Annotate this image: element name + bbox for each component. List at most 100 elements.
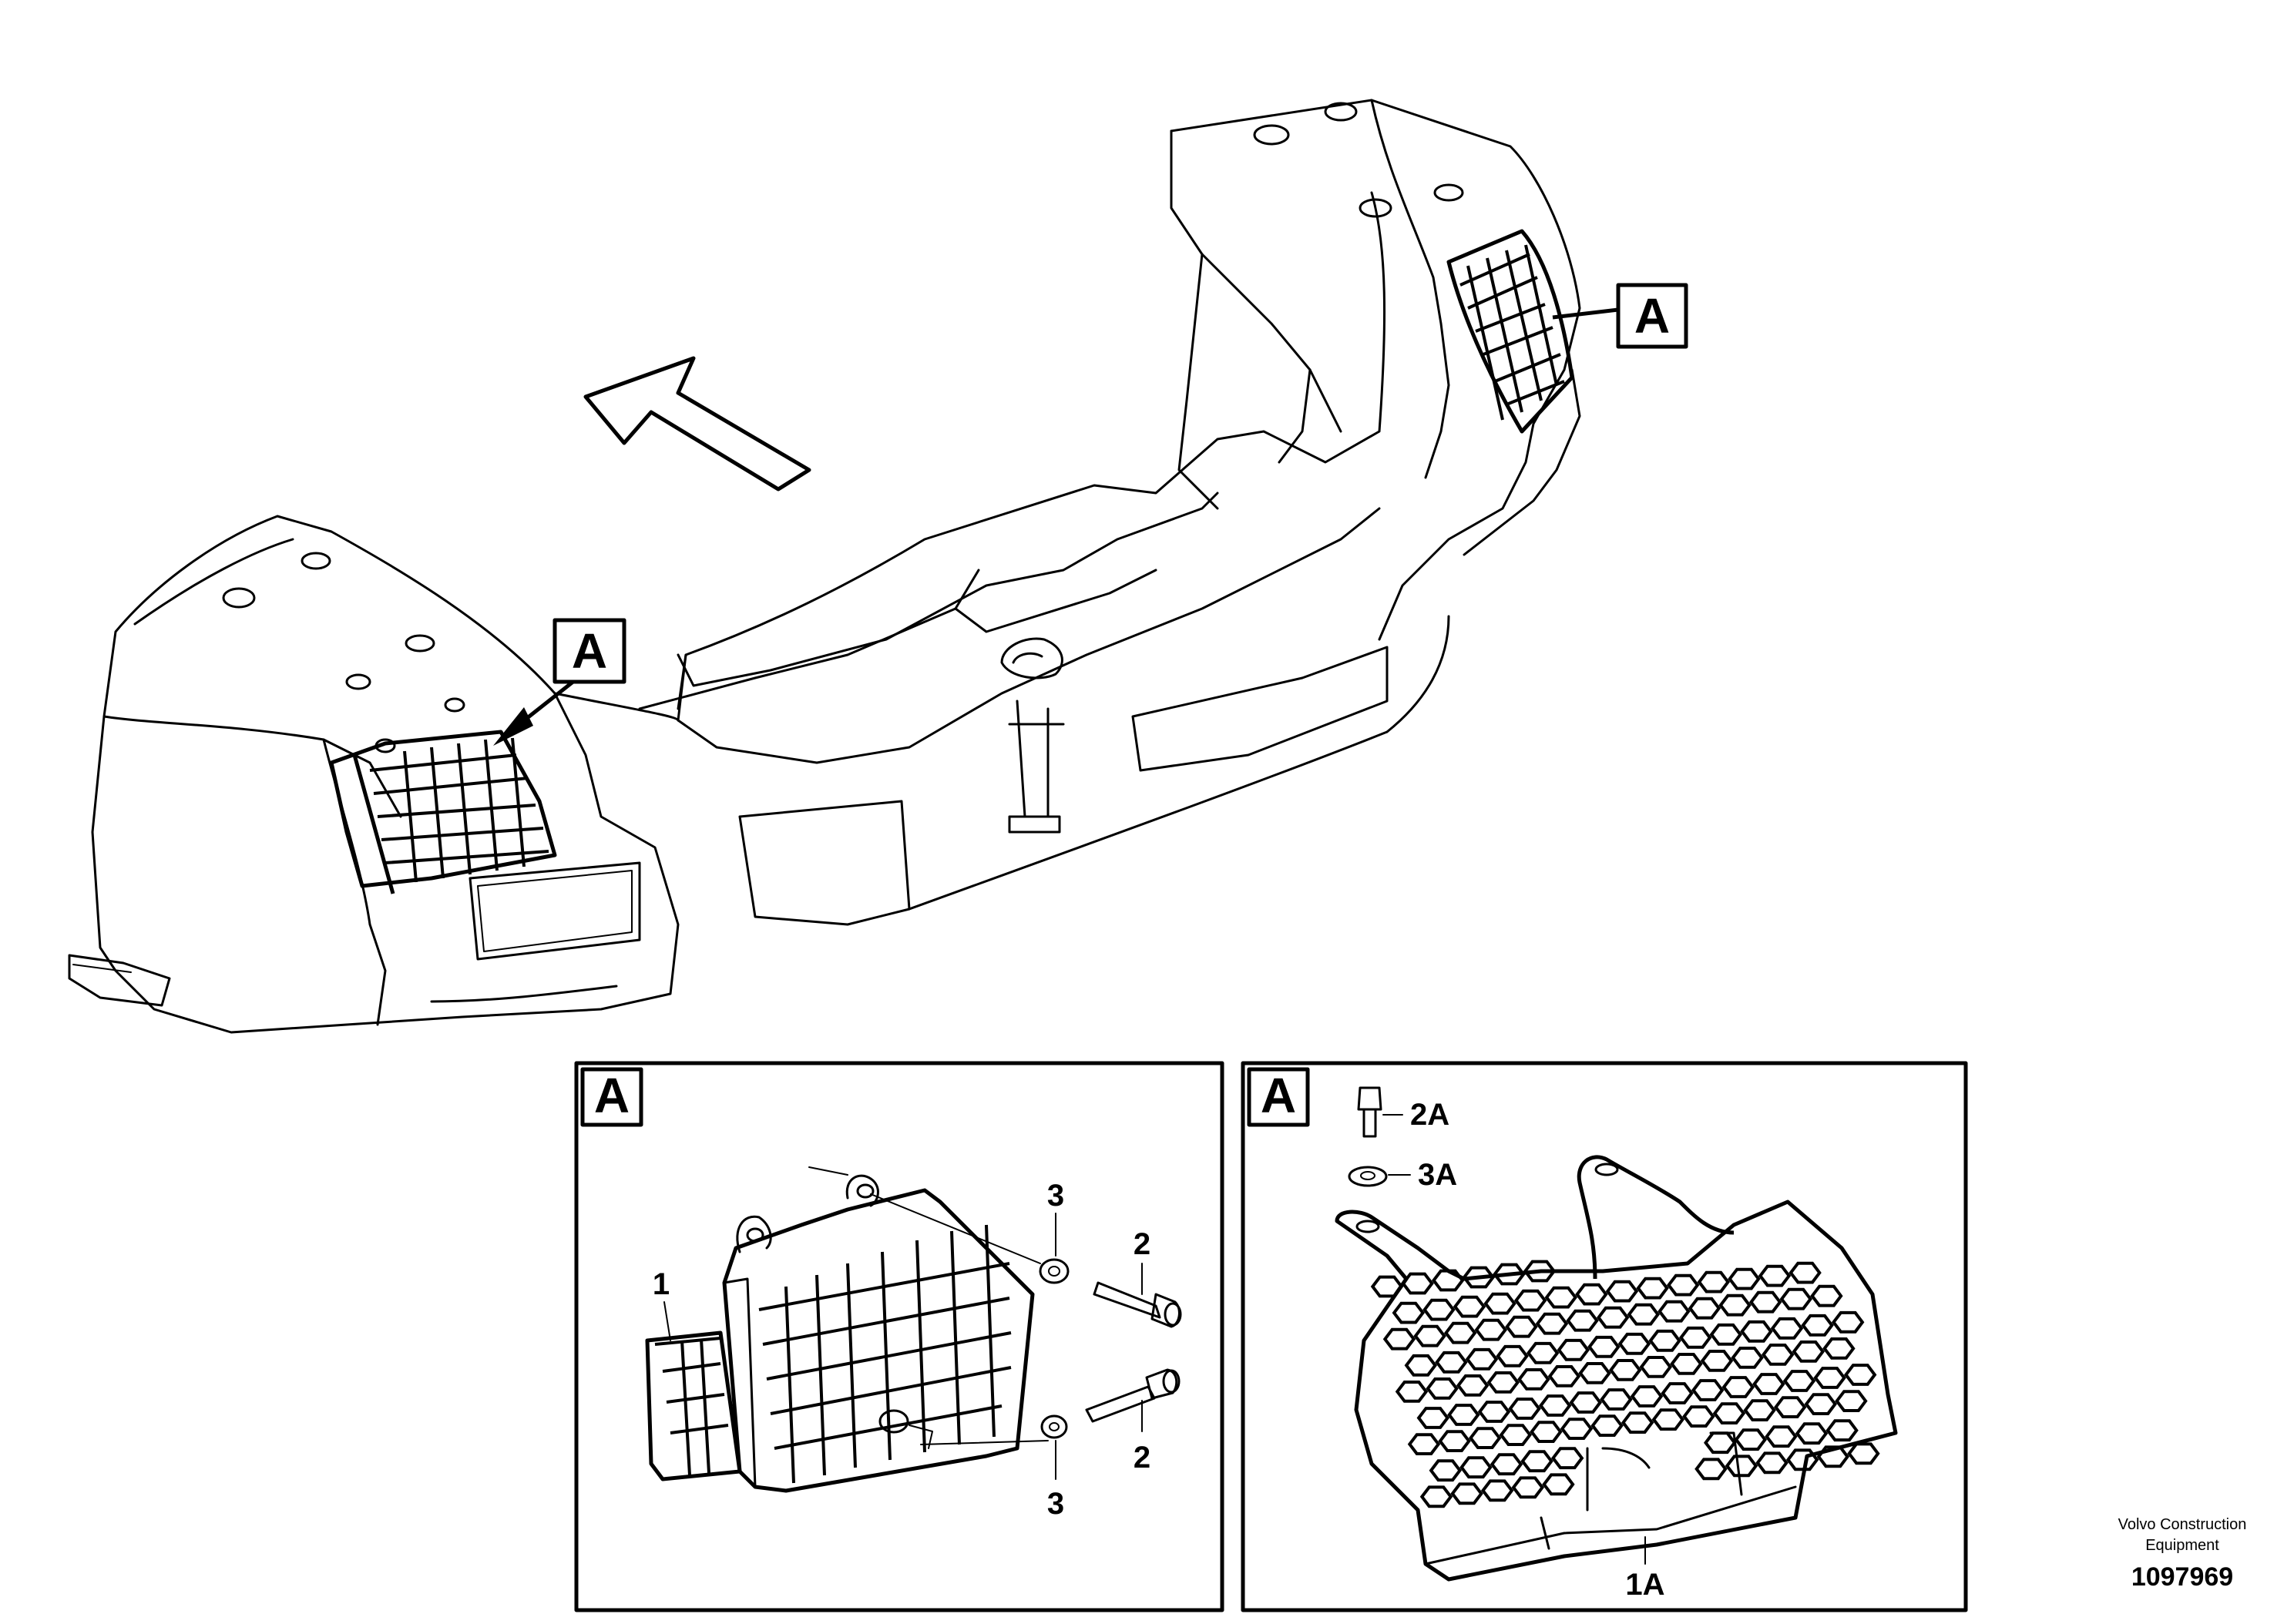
honeycomb-cell (1453, 1295, 1486, 1318)
honeycomb-cell (1661, 1382, 1694, 1404)
counterweight-assembly (68, 99, 1581, 1034)
honeycomb-cell (1697, 1270, 1731, 1293)
honeycomb-cell (1575, 1283, 1608, 1306)
panel-callout-label: A (1261, 1068, 1296, 1123)
honeycomb-cell (1370, 1275, 1404, 1298)
honeycomb-cell (1429, 1459, 1463, 1482)
honeycomb-cell (1526, 1341, 1560, 1364)
honeycomb-cell (1505, 1315, 1538, 1338)
honeycomb-cell (1523, 1260, 1557, 1283)
honeycomb-cell (1752, 1373, 1785, 1395)
honeycomb-cell (1569, 1391, 1603, 1414)
honeycomb-cell (1450, 1482, 1483, 1505)
honeycomb-cell (1435, 1351, 1468, 1374)
brand-line-1: Volvo Construction (2118, 1516, 2247, 1533)
honeycomb-cell (1413, 1324, 1446, 1347)
honeycomb-cell (1773, 1396, 1807, 1418)
honeycomb-cell (1718, 1293, 1752, 1317)
callout-label: A (572, 623, 607, 679)
honeycomb-cell (1725, 1455, 1758, 1478)
panel-callout-label: A (594, 1068, 630, 1123)
honeycomb-cell (1670, 1353, 1703, 1375)
honeycomb-cell (1431, 1269, 1465, 1292)
drawing-number: 1097969 (2131, 1562, 2233, 1592)
honeycomb-cell (1755, 1451, 1789, 1475)
honeycomb-cell (1721, 1376, 1755, 1398)
honeycomb-cell (1779, 1287, 1813, 1310)
honeycomb-cell (1443, 1321, 1477, 1344)
honeycomb-cell (1678, 1326, 1712, 1349)
honeycomb-cell (1465, 1347, 1499, 1371)
honeycomb-cell (1621, 1411, 1654, 1434)
honeycomb-cell (1847, 1442, 1880, 1465)
honeycomb-cell (1758, 1264, 1792, 1287)
honeycomb-cell (1535, 1312, 1569, 1335)
honeycomb-cell (1709, 1323, 1743, 1346)
honeycomb-cell (1789, 1261, 1822, 1284)
honeycomb-cell (1419, 1485, 1453, 1508)
brand-line-2: Equipment (2145, 1537, 2219, 1554)
honeycomb-cell (1508, 1398, 1541, 1420)
honeycomb-cell (1617, 1332, 1651, 1355)
honeycomb-cell (1825, 1419, 1859, 1442)
honeycomb-cell (1694, 1458, 1728, 1481)
honeycomb-cell (1600, 1388, 1633, 1411)
part-label-2-lower: 2 (1134, 1441, 1150, 1475)
honeycomb-cell (1462, 1266, 1496, 1289)
honeycomb-cell (1810, 1284, 1843, 1307)
honeycomb-cell (1666, 1273, 1700, 1297)
callout-a-top-right: A (1552, 283, 1688, 349)
honeycomb-cell (1740, 1320, 1773, 1343)
honeycomb-cell (1538, 1394, 1572, 1417)
callout-a-top-left: A (493, 618, 626, 746)
honeycomb-cell (1782, 1370, 1816, 1392)
detail-panel-left: A (574, 1061, 1224, 1612)
honeycomb-cell (1560, 1418, 1594, 1440)
honeycomb-cell (1547, 1365, 1581, 1387)
callout-label: A (1634, 288, 1670, 344)
footer-brand: Volvo Construction Equipment 1097969 (2118, 1516, 2247, 1592)
honeycomb-cell (1557, 1338, 1590, 1361)
honeycomb-cell (1748, 1290, 1782, 1314)
honeycomb-cell (1596, 1306, 1630, 1329)
honeycomb-cell (1483, 1292, 1516, 1315)
honeycomb-cell (1550, 1447, 1584, 1470)
honeycomb-cell (1392, 1301, 1426, 1324)
honeycomb-cell (1761, 1344, 1795, 1366)
part-label-3-upper: 3 (1047, 1179, 1064, 1213)
honeycomb-cell (1831, 1310, 1865, 1334)
grille-part-1 (645, 1166, 1049, 1493)
honeycomb-cell (1542, 1473, 1575, 1496)
honeycomb-cell (1651, 1408, 1685, 1431)
screw-2a (1357, 1086, 1382, 1138)
honeycomb-cell (1422, 1298, 1456, 1321)
honeycomb-cell (1456, 1374, 1490, 1397)
honeycomb-cell (1636, 1277, 1669, 1300)
honeycomb-cell (1822, 1337, 1856, 1360)
honeycomb-cell (1765, 1425, 1798, 1448)
honeycomb-cell (1816, 1445, 1850, 1468)
honeycomb-cell (1728, 1267, 1761, 1290)
honeycomb-cell (1513, 1289, 1547, 1312)
honeycomb-cell (1520, 1450, 1553, 1473)
honeycomb-cell (1835, 1390, 1868, 1412)
honeycomb-cell (1544, 1286, 1578, 1309)
bolt-2-upper (1093, 1281, 1182, 1328)
honeycomb-cell (1682, 1405, 1715, 1428)
guard-1a (1335, 1155, 1898, 1582)
honeycomb-cell (1490, 1453, 1523, 1476)
part-label-2a: 2A (1410, 1098, 1449, 1132)
honeycomb-cell (1703, 1431, 1737, 1455)
left-grille (329, 697, 557, 894)
honeycomb-cell (1530, 1421, 1563, 1443)
honeycomb-cell (1801, 1314, 1834, 1337)
honeycomb-cell (1770, 1317, 1804, 1340)
honeycomb-cell (1416, 1407, 1450, 1429)
honeycomb-cell (1493, 1263, 1526, 1286)
honeycomb-cell (1480, 1479, 1514, 1502)
honeycomb-cell (1691, 1379, 1725, 1401)
honeycomb-cell (1712, 1402, 1746, 1424)
honeycomb-cell (1785, 1448, 1819, 1471)
honeycomb-cell (1630, 1385, 1664, 1408)
honeycomb-cell (1688, 1297, 1721, 1320)
